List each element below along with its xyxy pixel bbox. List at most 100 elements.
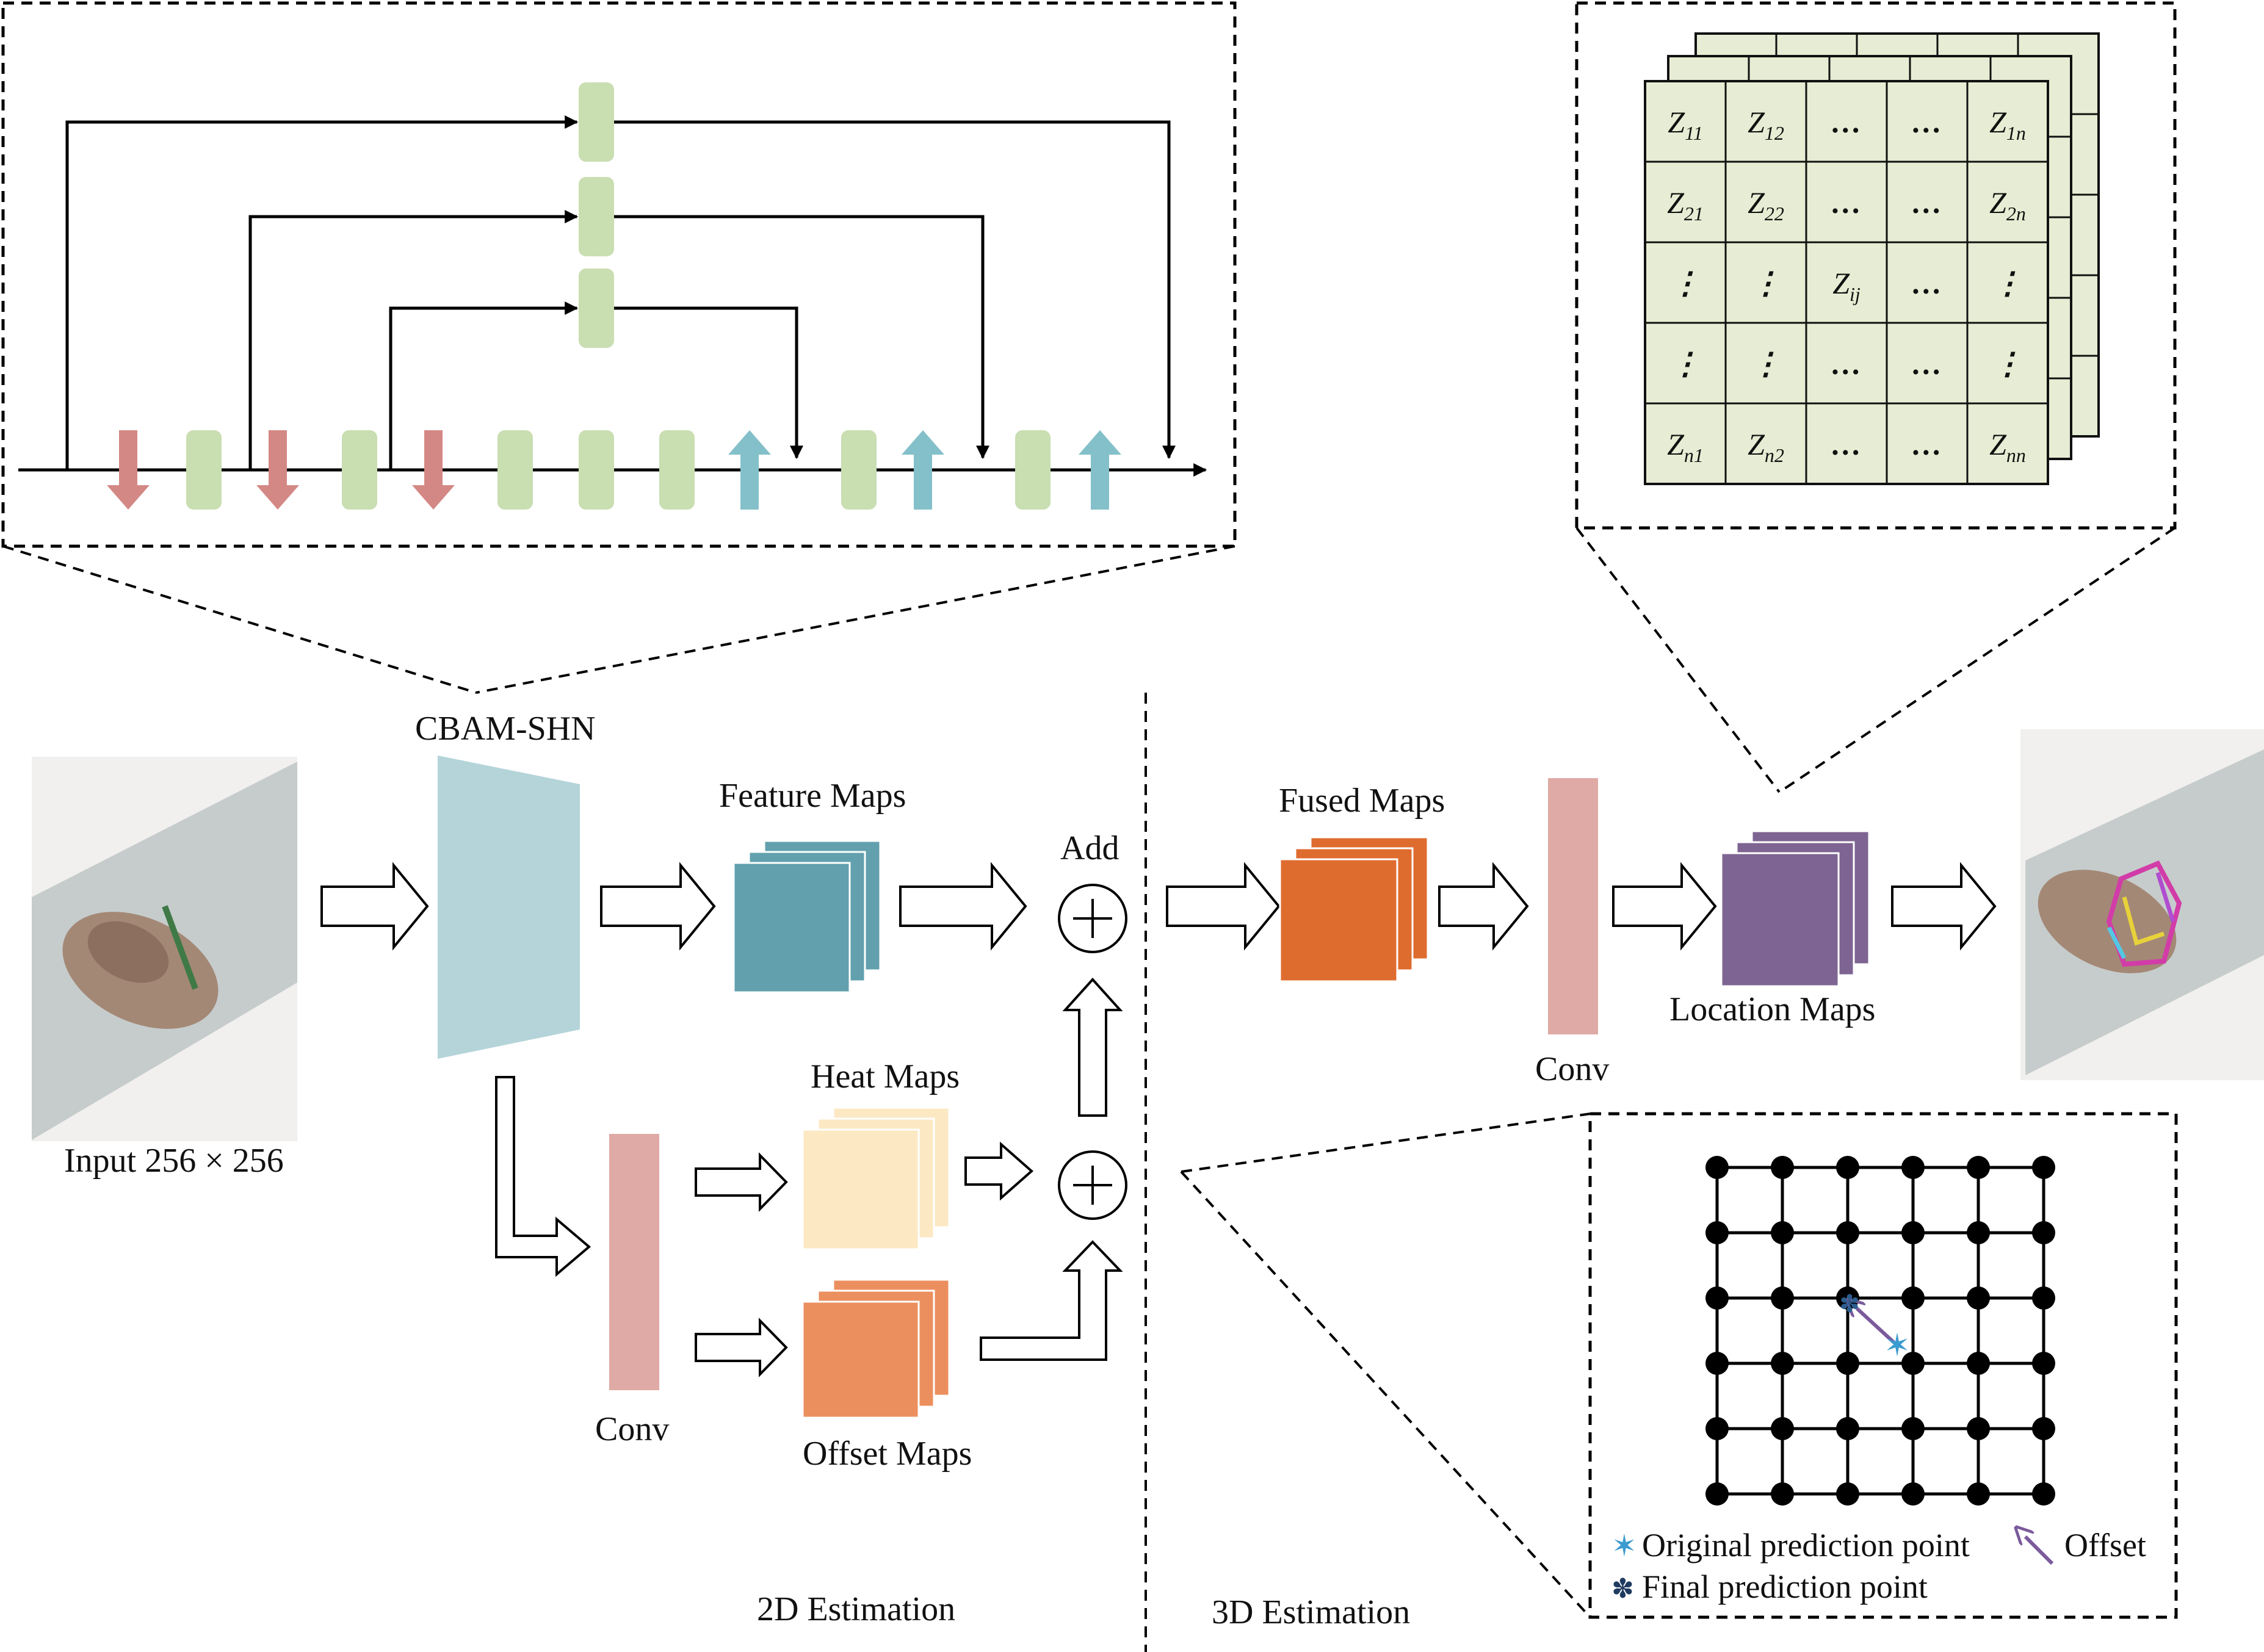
flow-arrow-icon	[1891, 862, 1997, 951]
matrix-cell: …	[1831, 186, 1862, 220]
upsample-arrow-icon	[1079, 430, 1121, 510]
heat-maps-label: Heat Maps	[811, 1058, 960, 1095]
matrix-cell: ⋮	[1992, 347, 2023, 381]
grid-node	[1771, 1482, 1794, 1506]
grid-node	[1836, 1156, 1859, 1179]
grid-node	[2032, 1221, 2055, 1244]
downsample-arrow-icon	[107, 430, 150, 510]
grid-node	[1901, 1417, 1925, 1440]
grid-node	[1836, 1482, 1859, 1506]
flow-arrow-icon	[964, 1141, 1034, 1201]
fused-maps-label: Fused Maps	[1279, 782, 1445, 820]
input-label: Input 256 × 256	[64, 1142, 284, 1180]
original-prediction-star-icon: ✶	[1884, 1327, 1911, 1364]
skip-connection-inner	[389, 301, 579, 470]
residual-module	[579, 430, 614, 510]
zoom-line-right	[476, 545, 1235, 694]
grid-node	[1967, 1286, 1990, 1310]
grid-node	[1901, 1286, 1925, 1310]
flow-arrow-icon	[695, 1152, 788, 1212]
flow-arrow-icon	[320, 862, 429, 951]
conv-block-3d	[1548, 778, 1598, 1034]
grid-node	[1705, 1221, 1729, 1244]
grid-node	[1967, 1482, 1990, 1506]
cbam-shn-label: CBAM-SHN	[415, 710, 596, 748]
flow-arrow-icon	[695, 1318, 788, 1377]
matrix-cell: …	[1912, 427, 1942, 461]
matrix-layer-front	[1644, 80, 2049, 485]
add-circle-upper	[1058, 884, 1127, 953]
legend-offset-label: Offset	[2064, 1527, 2146, 1564]
offset-grid-panel: ✶ ✽ ✶ Original prediction point Offset ✽…	[1180, 1112, 2178, 1619]
matrix-cell: …	[1912, 266, 1942, 300]
matrix-cell: …	[1912, 347, 1942, 381]
conv-label-2d: Conv	[595, 1410, 669, 1448]
zoom-line-top	[1181, 1113, 1591, 1173]
grid-node	[1705, 1156, 1729, 1179]
skip-connection-middle-return	[613, 215, 989, 460]
zoom-line-left	[2, 545, 477, 694]
grid-node	[1771, 1417, 1794, 1440]
residual-module	[497, 430, 533, 510]
matrix-cell: Z2n	[1989, 186, 2026, 225]
flow-arrow-icon	[1062, 978, 1123, 1117]
offset-arrow	[1857, 1308, 1896, 1344]
flow-arrow-icon	[899, 862, 1027, 951]
legend-final-icon: ✽	[1611, 1573, 1634, 1604]
downsample-arrow-icon	[256, 430, 299, 510]
residual-module	[186, 430, 222, 510]
skip-module-outer	[579, 82, 614, 162]
stage-label-2d: 2D Estimation	[757, 1590, 955, 1628]
matrix-cell: ⋮	[1751, 347, 1781, 381]
matrix-cell: ⋮	[1670, 266, 1701, 300]
legend-original-label: Original prediction point	[1642, 1527, 1970, 1564]
add-label: Add	[1060, 829, 1119, 867]
matrix-cell: …	[1831, 427, 1862, 461]
upsample-arrow-icon	[902, 430, 944, 510]
grid-node	[1901, 1221, 1925, 1244]
add-circle-lower	[1058, 1150, 1127, 1220]
grid-node	[1967, 1352, 1990, 1375]
matrix-cell: ⋮	[1670, 347, 1701, 381]
matrix-cell: …	[1912, 105, 1942, 139]
grid-node	[1705, 1417, 1729, 1440]
skip-connection-outer	[65, 115, 579, 470]
fused-maps-stack	[1279, 836, 1429, 983]
heat-maps-stack	[801, 1106, 950, 1250]
conv-block-2d	[609, 1134, 659, 1390]
hourglass-detail-frame	[1, 1, 1237, 548]
grid-node	[1771, 1352, 1794, 1375]
legend-star-icon: ✶	[1611, 1528, 1637, 1564]
grid-node	[1705, 1352, 1729, 1375]
residual-module	[342, 430, 377, 510]
residual-module	[1015, 430, 1051, 510]
zoom-line-left	[1575, 527, 1781, 793]
cbam-shn-block	[438, 756, 580, 1059]
offset-maps-stack	[801, 1279, 950, 1419]
flow-arrow-icon	[495, 1076, 591, 1277]
upsample-arrow-icon	[728, 430, 771, 510]
zoom-line-bottom	[1180, 1170, 1591, 1618]
grid-node	[1771, 1221, 1794, 1244]
flow-arrow-icon	[980, 1240, 1123, 1361]
grid-node	[2032, 1417, 2055, 1440]
location-maps-stack	[1720, 830, 1870, 987]
output-image	[2020, 729, 2264, 1080]
downsample-arrow-icon	[412, 430, 455, 510]
grid-node	[2032, 1482, 2055, 1506]
grid-node	[1967, 1221, 1990, 1244]
keypoint-grid	[1705, 1156, 2055, 1506]
conv-label-3d: Conv	[1535, 1050, 1609, 1088]
grid-node	[1836, 1221, 1859, 1244]
flow-arrow-icon	[1438, 862, 1529, 951]
offset-grid-frame	[1588, 1112, 2178, 1619]
input-image	[32, 757, 297, 1141]
grid-node	[1705, 1482, 1729, 1506]
flow-arrow-icon	[600, 862, 716, 951]
legend-offset-icon	[2025, 1537, 2054, 1565]
matrix-cell: Z1n	[1989, 105, 2026, 144]
matrix-cell: ⋮	[1992, 266, 2023, 300]
grid-node	[2032, 1156, 2055, 1179]
